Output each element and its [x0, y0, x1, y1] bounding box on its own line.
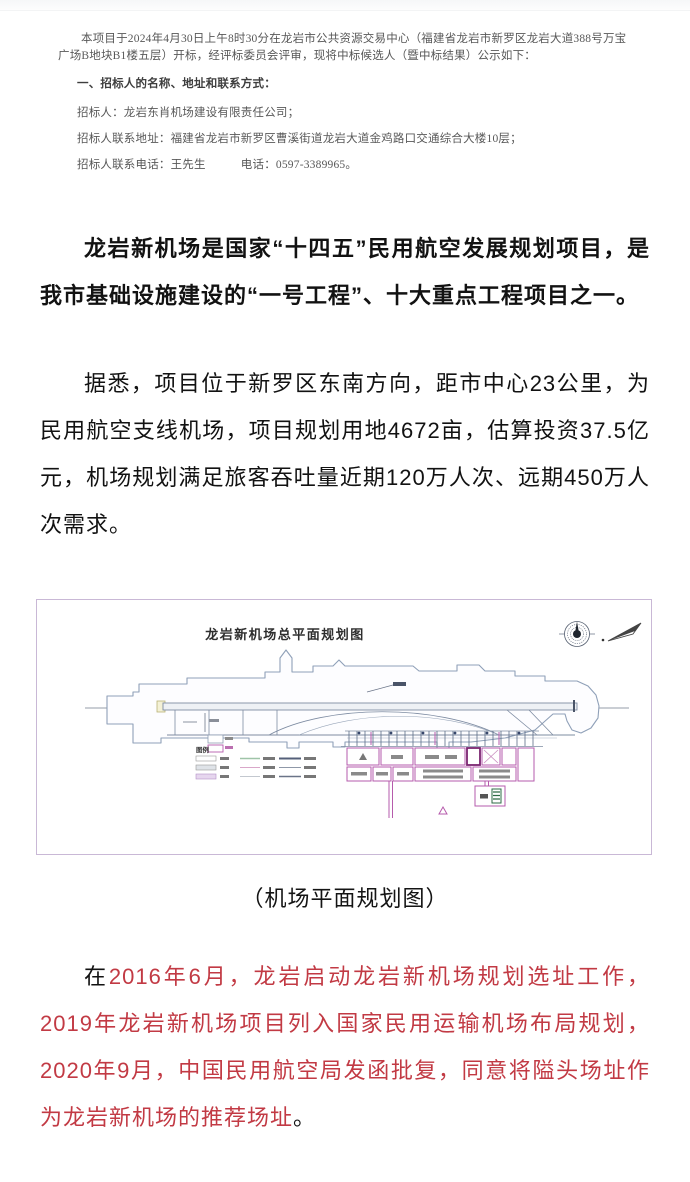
timeline-suffix: 。	[293, 1104, 317, 1130]
plan-annotations	[183, 681, 575, 732]
article-footer: 在2016年6月，龙岩启动龙岩新机场规划选址工作，2019年龙岩新机场项目列入国…	[0, 953, 690, 1141]
plan-legend-label: 图例	[196, 745, 210, 754]
small-facility	[207, 734, 233, 752]
paragraph-details: 据悉，项目位于新罗区东南方向，距市中心23公里，为民用航空支线机场，项目规划用地…	[40, 370, 650, 537]
airfield-boundary	[106, 648, 600, 750]
compass-rose-icon	[559, 620, 595, 647]
airport-plan-drawing: 图例	[85, 620, 642, 818]
terminal-labels	[351, 752, 510, 778]
plan-legend: 图例	[195, 745, 316, 779]
notice-line-bidder: 招标人：龙岩东肖机场建设有限责任公司；	[77, 106, 300, 119]
timeline-highlight: 2016年6月，龙岩启动龙岩新机场规划选址工作，2019年龙岩新机场项目列入国家…	[40, 963, 650, 1130]
plan-title: 龙岩新机场总平面规划图	[205, 626, 365, 642]
airport-plan-figure[interactable]: 龙岩新机场总平面规划图	[36, 598, 652, 855]
paragraph-intro: 龙岩新机场是国家“十四五”民用航空发展规划项目，是我市基础设施建设的“一号工程”…	[40, 235, 650, 308]
figure-caption: （机场平面规划图）	[241, 885, 449, 911]
notice-heading: 一、招标人的名称、地址和联系方式：	[77, 77, 276, 90]
paragraph-timeline: 在2016年6月，龙岩启动龙岩新机场规划选址工作，2019年龙岩新机场项目列入国…	[40, 953, 650, 1141]
service-building	[474, 785, 506, 806]
access-roads	[388, 780, 489, 818]
screenshot-top-edge	[0, 0, 690, 11]
bid-notice-screenshot[interactable]: 本项目于2024年4月30日上午8时30分在龙岩市公共资源交易中心（福建省龙岩市…	[0, 11, 690, 175]
taxiways	[174, 709, 554, 735]
north-arrow-icon	[601, 622, 642, 641]
article-body: 龙岩新机场是国家“十四五”民用航空发展规划项目，是我市基础设施建设的“一号工程”…	[0, 225, 690, 548]
aircraft-stands	[341, 730, 543, 747]
notice-paragraph: 本项目于2024年4月30日上午8时30分在龙岩市公共资源交易中心（福建省龙岩市…	[58, 33, 627, 63]
notice-line-address: 招标人联系地址：福建省龙岩市新罗区曹溪街道龙岩大道金鸡路口交通综合大楼10层；	[77, 133, 522, 145]
timeline-prefix: 在	[84, 963, 109, 989]
notice-line-phone: 招标人联系电话：王先生 电话：0597-3389965。	[77, 159, 358, 172]
